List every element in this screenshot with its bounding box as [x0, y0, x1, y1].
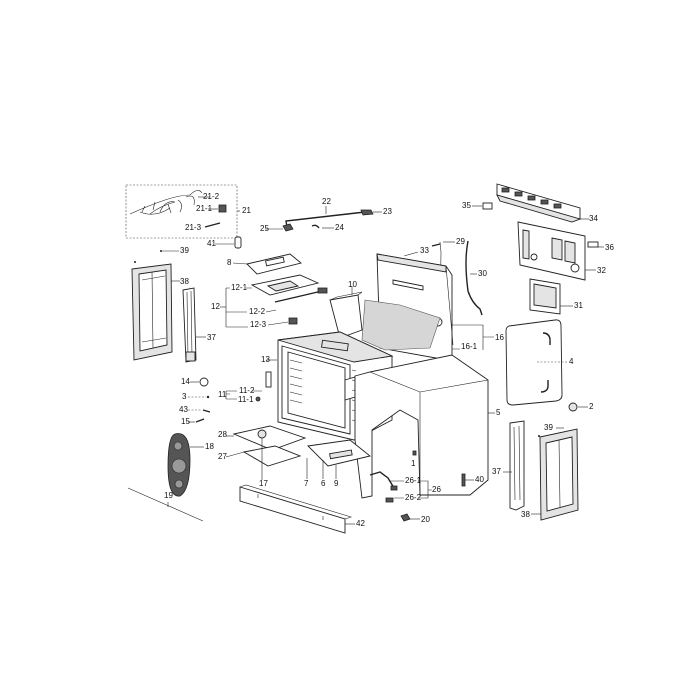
label-21-2: 21-2	[203, 192, 220, 201]
screw-part-1	[412, 450, 417, 456]
label-28: 28	[218, 430, 227, 439]
burner-part-18	[167, 433, 204, 497]
base-tray-part-7-6-9	[306, 439, 372, 479]
clip-part-41	[160, 236, 242, 252]
label-34: 34	[589, 214, 598, 223]
label-26-1: 26-1	[405, 476, 422, 485]
label-1: 1	[411, 459, 416, 468]
right-door-part-38	[531, 427, 579, 521]
label-38-left: 38	[180, 277, 189, 286]
right-hinge-part-37	[503, 420, 525, 511]
filter-part-31	[529, 278, 573, 315]
label-18: 18	[205, 442, 214, 451]
label-41: 41	[207, 239, 216, 248]
label-23: 23	[383, 207, 392, 216]
duct-part-10	[329, 286, 363, 339]
insulation-blanket	[361, 299, 441, 351]
wire-harness-part-21	[125, 184, 240, 239]
label-25: 25	[260, 224, 269, 233]
label-20: 20	[421, 515, 430, 524]
label-13: 13	[261, 355, 270, 364]
label-39-right: 39	[544, 423, 553, 432]
label-9: 9	[334, 479, 339, 488]
label-29: 29	[456, 237, 465, 246]
label-32: 32	[597, 266, 606, 275]
label-11-1: 11-1	[238, 395, 254, 404]
label-21-3: 21-3	[185, 223, 202, 232]
label-5: 5	[496, 408, 501, 417]
label-15: 15	[181, 417, 190, 426]
label-26-2: 26-2	[405, 493, 422, 502]
label-33: 33	[420, 246, 429, 255]
label-21-1: 21-1	[196, 204, 213, 213]
broil-pan-part-28	[225, 425, 307, 480]
label-12-1: 12-1	[231, 283, 248, 292]
label-11-2: 11-2	[239, 386, 255, 395]
label-12-2: 12-2	[249, 307, 266, 316]
control-assembly-part-12	[220, 274, 328, 328]
label-37-right: 37	[492, 467, 501, 476]
left-door-part-38	[131, 261, 206, 363]
label-7: 7	[304, 479, 309, 488]
label-8: 8	[227, 258, 232, 267]
rear-cover-part-32	[517, 221, 604, 281]
label-3: 3	[182, 392, 187, 401]
sensor-wire-part-22	[266, 206, 382, 232]
plate-part-8	[232, 253, 302, 275]
clip-part-20	[400, 513, 420, 522]
label-43: 43	[179, 405, 188, 414]
kick-panel-part-42	[239, 484, 355, 534]
label-30: 30	[478, 269, 487, 278]
label-16: 16	[495, 333, 504, 342]
gas-tube-part-26	[369, 471, 432, 503]
label-37-left: 37	[207, 333, 216, 342]
label-27: 27	[218, 452, 227, 461]
label-16-1: 16-1	[461, 342, 478, 351]
label-35: 35	[462, 201, 471, 210]
label-31: 31	[574, 301, 583, 310]
label-2: 2	[589, 402, 594, 411]
label-4: 4	[569, 357, 574, 366]
label-38-right: 38	[521, 510, 530, 519]
trim-part-19	[127, 487, 204, 522]
label-24: 24	[335, 223, 344, 232]
label-19: 19	[164, 491, 173, 500]
label-17: 17	[259, 479, 268, 488]
inner-door-part-4	[505, 319, 567, 406]
label-42: 42	[356, 519, 365, 528]
back-panel-part-34	[472, 183, 589, 223]
label-26: 26	[432, 485, 441, 494]
label-6: 6	[321, 479, 326, 488]
bracket-part-40	[461, 473, 474, 487]
outer-wrap-part-5	[354, 354, 495, 499]
label-10: 10	[348, 280, 357, 289]
label-11: 11	[218, 390, 227, 399]
label-36: 36	[605, 243, 614, 252]
label-14: 14	[181, 377, 190, 386]
label-22: 22	[322, 197, 331, 206]
label-12: 12	[211, 302, 220, 311]
knob-part-2	[568, 402, 588, 412]
label-39: 39	[180, 246, 189, 255]
small-parts-left	[188, 377, 262, 423]
label-12-3: 12-3	[250, 320, 267, 329]
label-21: 21	[242, 206, 251, 215]
label-40: 40	[475, 475, 484, 484]
